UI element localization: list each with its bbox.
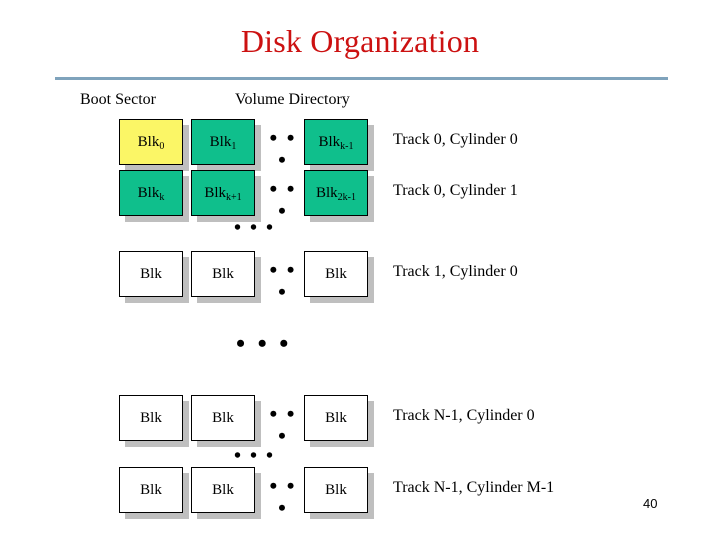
disk-block-label: Blk xyxy=(137,134,160,150)
disk-block-label: Blk xyxy=(325,410,347,426)
disk-block[interactable]: Blk xyxy=(304,395,368,441)
row-caption: Track N-1, Cylinder 0 xyxy=(393,407,535,424)
ellipsis-inline: • • • xyxy=(269,401,297,448)
row-trackN1-cyl0: Blk Blk Blk • • • Track N-1, Cylinder 0 xyxy=(0,395,720,447)
ellipsis-between-row2-row3: • • • xyxy=(234,217,276,239)
disk-block-label: Blk xyxy=(325,266,347,282)
disk-block[interactable]: Blk xyxy=(304,467,368,513)
disk-block[interactable]: Blk xyxy=(119,251,183,297)
disk-block[interactable]: Blkk+1 xyxy=(191,170,255,216)
row-caption: Track 0, Cylinder 1 xyxy=(393,182,518,199)
ellipsis-inline: • • • xyxy=(269,125,297,172)
disk-block-label: Blk xyxy=(315,185,338,201)
column-header-boot-sector: Boot Sector xyxy=(80,91,156,108)
ellipsis-inline: • • • xyxy=(269,473,297,520)
disk-block-subscript: k-1 xyxy=(340,141,354,152)
disk-block[interactable]: Blk0 xyxy=(119,119,183,165)
disk-block-label: Blk xyxy=(204,185,227,201)
disk-block[interactable]: Blk2k-1 xyxy=(304,170,368,216)
disk-block-label: Blk xyxy=(140,410,162,426)
column-header-volume-directory: Volume Directory xyxy=(235,91,350,108)
ellipsis-between-row3-row4: • • • xyxy=(236,329,292,358)
disk-block-label: Blk xyxy=(325,482,347,498)
disk-block-label: Blk xyxy=(212,266,234,282)
disk-block[interactable]: Blk xyxy=(119,395,183,441)
ellipsis-between-row4-row5: • • • xyxy=(234,445,276,467)
disk-block-label: Blk xyxy=(140,266,162,282)
row-caption: Track 1, Cylinder 0 xyxy=(393,263,518,280)
disk-block-label: Blk xyxy=(137,185,160,201)
page-number: 40 xyxy=(643,496,658,511)
disk-block-label: Blk xyxy=(209,134,232,150)
disk-block-subscript: 1 xyxy=(231,141,237,152)
disk-block-subscript: k+1 xyxy=(226,192,242,203)
row-track1-cyl0: Blk Blk Blk • • • Track 1, Cylinder 0 xyxy=(0,251,720,303)
disk-block-label: Blk xyxy=(140,482,162,498)
disk-block-label: Blk xyxy=(318,134,341,150)
disk-block[interactable]: Blk xyxy=(191,395,255,441)
title-divider xyxy=(55,77,668,80)
disk-block[interactable]: Blk xyxy=(191,467,255,513)
disk-block[interactable]: Blk xyxy=(119,467,183,513)
row-trackN1-cylM1: Blk Blk Blk • • • Track N-1, Cylinder M-1 xyxy=(0,467,720,519)
row-caption: Track N-1, Cylinder M-1 xyxy=(393,479,555,496)
disk-block[interactable]: Blk1 xyxy=(191,119,255,165)
row-caption: Track 0, Cylinder 0 xyxy=(393,131,518,148)
ellipsis-inline: • • • xyxy=(269,257,297,304)
disk-block-label: Blk xyxy=(212,410,234,426)
disk-block-subscript: k xyxy=(159,192,165,203)
disk-block[interactable]: Blk xyxy=(191,251,255,297)
ellipsis-inline: • • • xyxy=(269,176,297,223)
page-title: Disk Organization xyxy=(240,23,480,59)
disk-block[interactable]: Blkk xyxy=(119,170,183,216)
disk-block-label: Blk xyxy=(212,482,234,498)
disk-block-subscript: 2k-1 xyxy=(337,192,357,203)
disk-block[interactable]: Blk xyxy=(304,251,368,297)
disk-block-subscript: 0 xyxy=(159,141,165,152)
disk-block[interactable]: Blkk-1 xyxy=(304,119,368,165)
